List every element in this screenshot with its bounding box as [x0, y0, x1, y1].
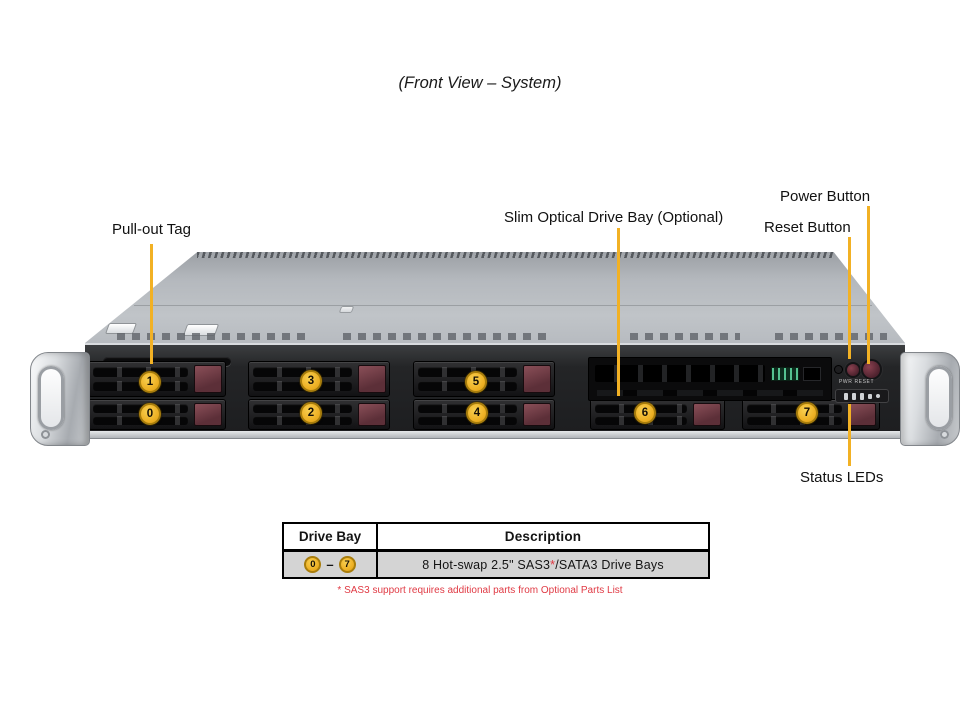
- screw-hole: [940, 430, 949, 439]
- handle-opening: [926, 366, 952, 430]
- figure-title: (Front View – System): [398, 74, 562, 92]
- nic1-led-icon: [852, 392, 856, 400]
- leader-line-reset-button: [848, 237, 851, 359]
- description-text: /SATA3 Drive Bays: [555, 557, 664, 572]
- label-slim-optical-drive-bay: Slim Optical Drive Bay (Optional): [504, 209, 724, 226]
- optical-bay-slot: [803, 367, 821, 381]
- front-vent-row: [343, 333, 551, 340]
- front-vent-row: [630, 333, 740, 340]
- drive-latch: [848, 403, 876, 426]
- drive-latch: [523, 365, 551, 393]
- bay-range-dash: –: [326, 557, 334, 572]
- front-vent-row: [117, 333, 312, 340]
- rear-vent-strip: [197, 252, 833, 258]
- drive-bay-table: Drive Bay Description 0 – 7 8 Hot-swap 2…: [282, 522, 710, 579]
- bay-number-4: 4: [466, 402, 488, 424]
- leader-line-power-button: [867, 206, 870, 364]
- label-pull-out-tag: Pull-out Tag: [112, 221, 191, 238]
- reset-button: [845, 362, 861, 378]
- table-header-description: Description: [504, 529, 582, 544]
- leader-line-optical-bay: [617, 228, 620, 396]
- leader-line-pull-out-tag: [150, 244, 153, 364]
- bay-number-1: 1: [139, 371, 161, 393]
- label-power-button: Power Button: [780, 188, 871, 205]
- bay-number-6: 6: [634, 402, 656, 424]
- leader-line-status-leds: [848, 404, 851, 466]
- handle-opening: [38, 366, 64, 430]
- bay-number-2: 2: [300, 402, 322, 424]
- power-button: [861, 359, 882, 380]
- drive-bay-6-tray: [590, 399, 725, 430]
- bay-range-end: 7: [338, 556, 356, 573]
- drive-latch: [194, 365, 222, 393]
- drive-latch: [358, 403, 386, 426]
- table-cell-description: 8 Hot-swap 2.5" SAS3*/SATA3 Drive Bays: [378, 552, 708, 577]
- label-status-leds: Status LEDs: [800, 469, 884, 486]
- info-led-icon: [844, 392, 848, 400]
- label-reset-button: Reset Button: [764, 219, 851, 236]
- front-vent-row: [775, 333, 887, 340]
- screw-hole: [41, 430, 50, 439]
- description-asterisk: *: [550, 557, 556, 572]
- drive-latch: [194, 403, 222, 426]
- drive-latch: [358, 365, 386, 393]
- chassis-base-strip: [85, 431, 905, 439]
- bay-range-start: 0: [304, 556, 322, 573]
- table-data-row: 0 – 7 8 Hot-swap 2.5" SAS3*/SATA3 Drive …: [284, 552, 708, 577]
- drive-latch: [693, 403, 721, 426]
- left-rack-handle: [30, 352, 90, 446]
- control-panel: PWR RESET: [835, 357, 901, 405]
- bay-number-3: 3: [300, 370, 322, 392]
- table-header-drive-bay: Drive Bay: [284, 524, 378, 549]
- chassis-front-panel: PWR RESET: [85, 343, 905, 433]
- table-header-row: Drive Bay Description: [284, 524, 708, 552]
- table-cell-bay-range: 0 – 7: [284, 552, 378, 577]
- uid-button: [835, 366, 842, 373]
- right-rack-handle: [900, 352, 960, 446]
- control-panel-text: PWR RESET: [839, 379, 875, 385]
- hdd-led-icon: [868, 393, 872, 399]
- bay-number-5: 5: [465, 371, 487, 393]
- optical-drive-bay: [588, 357, 832, 401]
- power-led-icon: [876, 394, 880, 398]
- description-text: 8 Hot-swap 2.5" SAS3: [422, 557, 551, 572]
- footnote: * SAS3 support requires additional parts…: [337, 585, 623, 596]
- tray-vents: [745, 402, 844, 427]
- chassis-top-panel: [85, 252, 905, 343]
- top-panel-crease: [134, 304, 873, 306]
- top-panel-cutout: [338, 306, 355, 313]
- status-led-strip: [835, 389, 889, 403]
- optical-bay-label: [771, 367, 799, 381]
- bay-number-0: 0: [139, 403, 161, 425]
- bay-number-7: 7: [796, 402, 818, 424]
- nic2-led-icon: [860, 392, 864, 400]
- drive-latch: [523, 403, 551, 426]
